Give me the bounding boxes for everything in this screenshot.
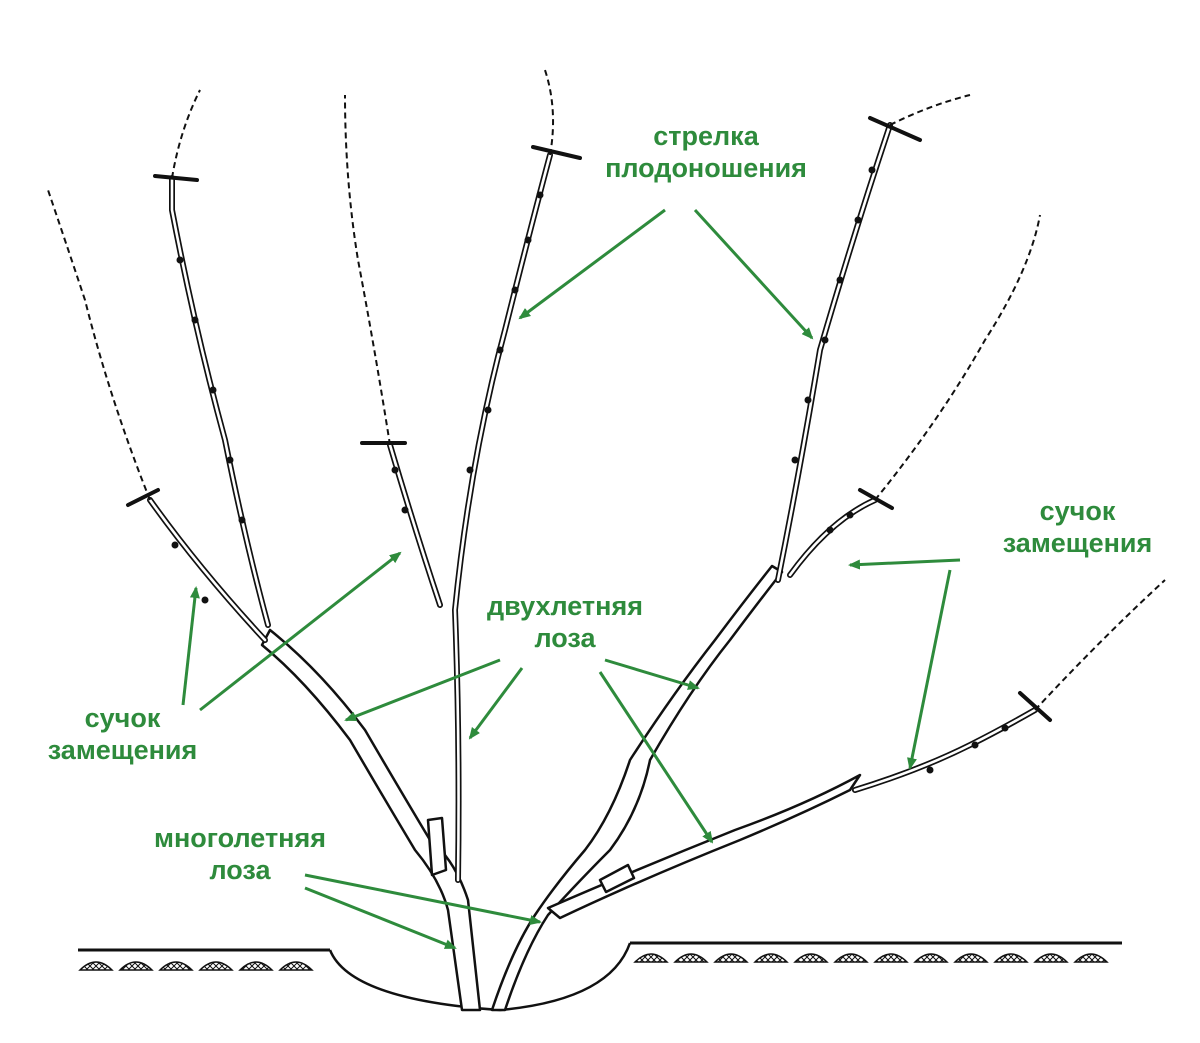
label-two-year-vine-line1: двухлетняя bbox=[487, 591, 643, 621]
pruned-tips bbox=[47, 69, 1166, 711]
perennial-vines bbox=[260, 564, 862, 1012]
label-two-year-vine-line2: лоза bbox=[534, 623, 596, 653]
cut-marks bbox=[126, 116, 1052, 722]
right-spur-stub bbox=[598, 863, 636, 894]
arrow-perennial-to-right-trunk bbox=[304, 873, 542, 925]
label-replacement-spur-right-line1: сучок bbox=[1039, 496, 1116, 526]
label-replacement-spur-right: сучок замещения bbox=[990, 495, 1165, 559]
label-arrows bbox=[181, 208, 961, 950]
label-fruiting-arrow: стрелка плодоношения bbox=[577, 120, 835, 184]
arrow-fruiting-to-right-cane bbox=[693, 208, 814, 340]
arrow-perennial-to-left-trunk bbox=[304, 886, 457, 950]
arrow-two-year-to-left bbox=[344, 658, 501, 722]
label-fruiting-arrow-line1: стрелка bbox=[653, 121, 759, 151]
cane-left-low bbox=[147, 497, 268, 643]
label-replacement-spur-left-line2: замещения bbox=[47, 735, 198, 765]
label-replacement-spur-left: сучок замещения bbox=[20, 702, 225, 766]
label-perennial-vine-line1: многолетняя bbox=[154, 823, 326, 853]
arrow-two-year-to-center bbox=[468, 667, 524, 740]
arrow-spur-right-to-low bbox=[907, 569, 952, 770]
buds bbox=[171, 166, 1009, 774]
soil-surface bbox=[78, 941, 1122, 1012]
fruiting-canes bbox=[147, 122, 1038, 883]
cane-left-upper bbox=[169, 175, 271, 628]
cane-right-low bbox=[852, 707, 1038, 793]
arrow-two-year-to-right bbox=[604, 658, 700, 690]
left-trunk bbox=[260, 628, 482, 1012]
label-perennial-vine-line2: лоза bbox=[209, 855, 271, 885]
cane-center bbox=[451, 152, 553, 883]
label-replacement-spur-right-line2: замещения bbox=[1002, 528, 1153, 558]
label-perennial-vine: многолетняя лоза bbox=[120, 822, 360, 886]
arrow-two-year-to-lower-arm bbox=[598, 671, 714, 844]
arrow-spur-right-to-mid bbox=[848, 558, 961, 570]
label-fruiting-arrow-line2: плодоношения bbox=[605, 153, 807, 183]
label-replacement-spur-left-line1: сучок bbox=[84, 703, 161, 733]
arrow-fruiting-to-center-cane bbox=[518, 208, 666, 320]
arrow-spur-left-to-center-left bbox=[199, 551, 402, 712]
label-two-year-vine: двухлетняя лоза bbox=[455, 590, 675, 654]
arrow-spur-left-to-low-cane bbox=[181, 586, 200, 706]
right-trunk bbox=[490, 564, 784, 1012]
cane-right-upper bbox=[775, 122, 893, 583]
left-spur-stub bbox=[426, 816, 448, 877]
